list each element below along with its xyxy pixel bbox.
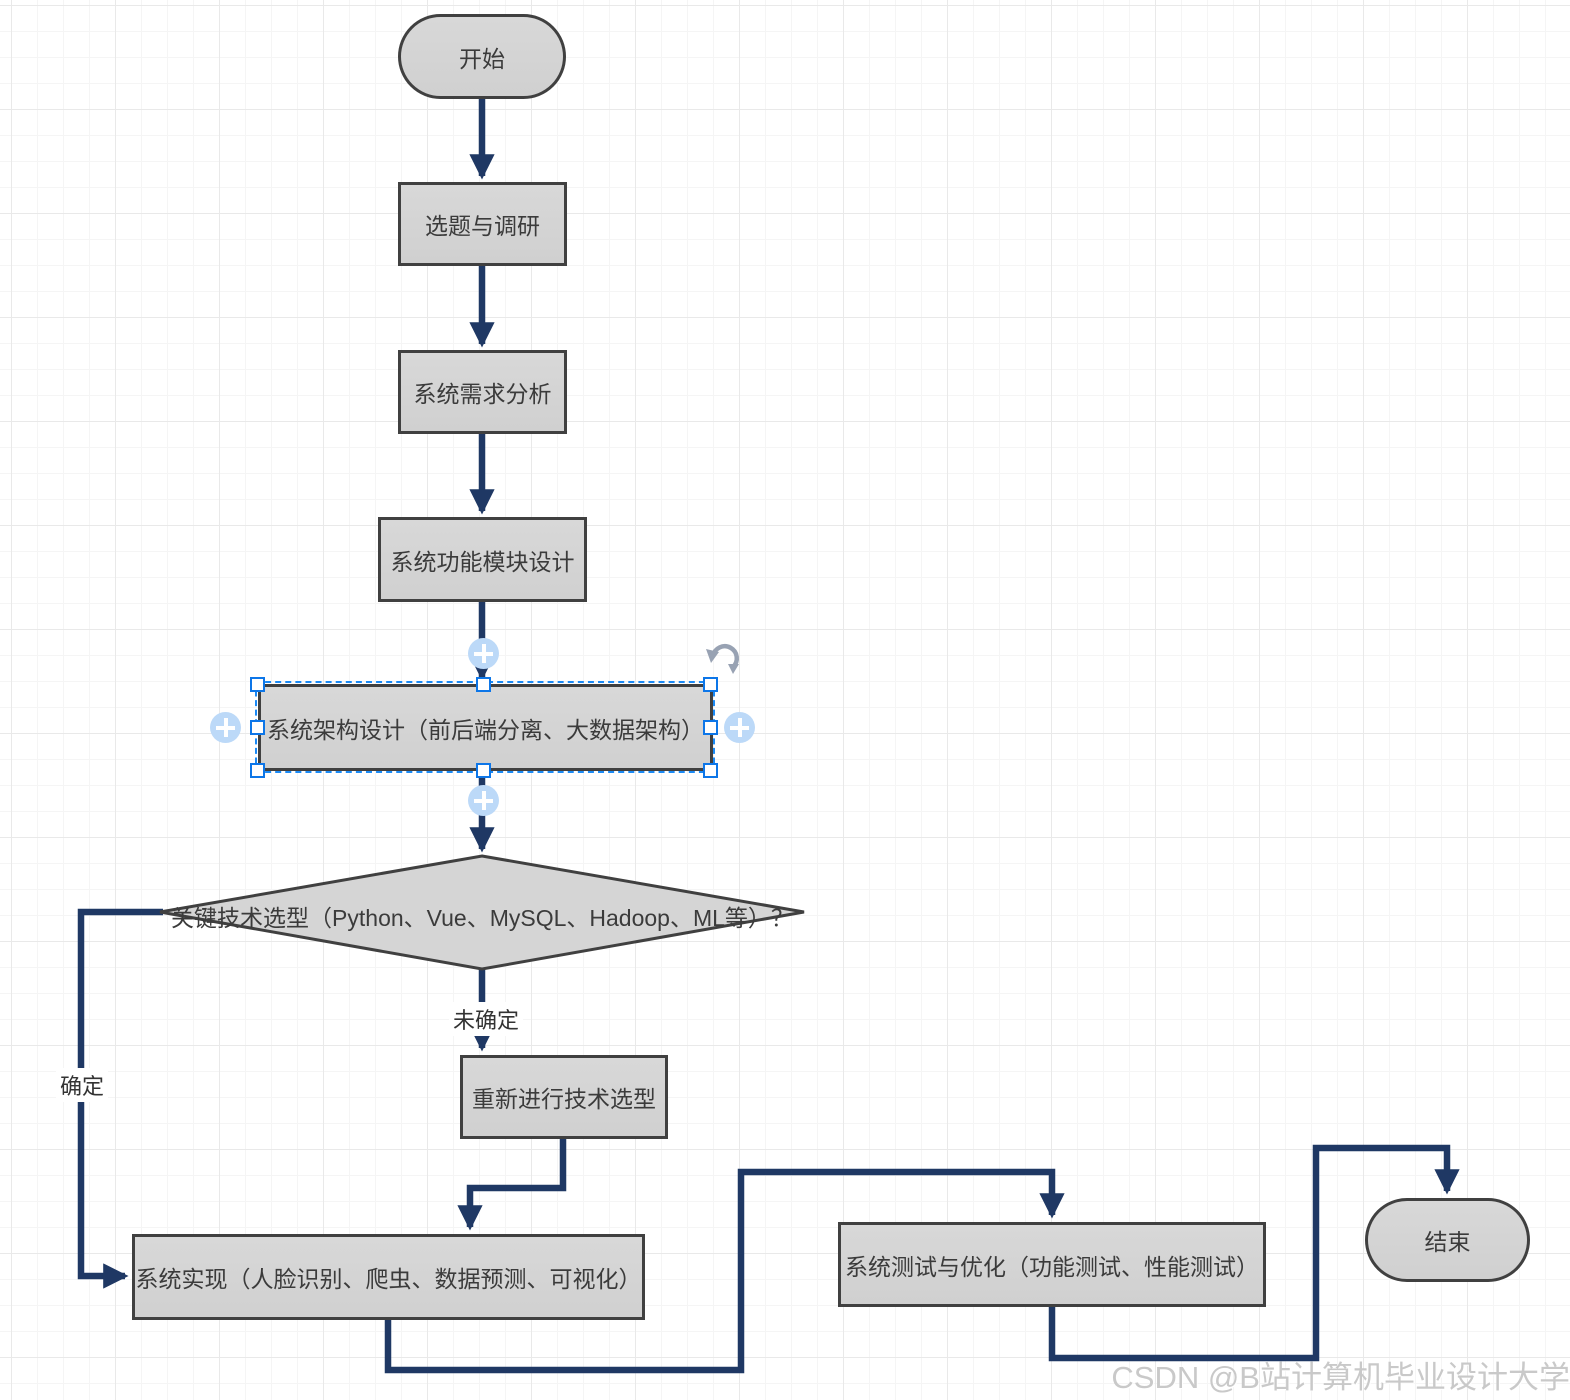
node-end-label: 结束 xyxy=(1424,1229,1471,1255)
edge-implementation-to-testing[interactable] xyxy=(384,1168,1065,1374)
rotate-handle-icon[interactable] xyxy=(702,641,742,681)
node-tech-decision-label[interactable]: 关键技术选型（Python、Vue、MySQL、Hadoop、ML等）？ xyxy=(171,905,794,931)
node-architecture-design-label: 系统架构设计（前后端分离、大数据架构） xyxy=(267,716,704,743)
node-start[interactable]: 开始 xyxy=(398,14,566,99)
resize-handle-top-center[interactable] xyxy=(476,677,491,692)
resize-handle-bottom-left[interactable] xyxy=(250,763,265,778)
connect-arrow-right-icon[interactable] xyxy=(724,712,755,743)
node-module-design[interactable]: 系统功能模块设计 xyxy=(378,517,587,602)
node-testing[interactable]: 系统测试与优化（功能测试、性能测试） xyxy=(838,1222,1266,1307)
node-end[interactable]: 结束 xyxy=(1365,1198,1530,1282)
resize-handle-bottom-center[interactable] xyxy=(476,763,491,778)
connect-arrow-bottom-icon[interactable] xyxy=(468,785,499,816)
node-implementation-label: 系统实现（人脸识别、爬虫、数据预测、可视化） xyxy=(135,1266,642,1292)
resize-handle-bottom-right[interactable] xyxy=(703,763,718,778)
resize-handle-top-right[interactable] xyxy=(703,677,718,692)
watermark-text: CSDN @B站计算机毕业设计大学 xyxy=(1111,1360,1570,1395)
resize-handle-middle-left[interactable] xyxy=(250,720,265,735)
node-topic-research[interactable]: 选题与调研 xyxy=(398,182,567,266)
node-module-design-label: 系统功能模块设计 xyxy=(390,548,575,575)
node-implementation[interactable]: 系统实现（人脸识别、爬虫、数据预测、可视化） xyxy=(132,1234,645,1320)
connect-arrow-left-icon[interactable] xyxy=(210,712,241,743)
edge-testing-to-end[interactable] xyxy=(1048,1144,1460,1362)
edge-label-undetermined[interactable]: 未确定 xyxy=(449,1002,524,1036)
node-requirement-analysis[interactable]: 系统需求分析 xyxy=(398,350,567,434)
node-architecture-design[interactable]: 系统架构设计（前后端分离、大数据架构） xyxy=(258,684,713,771)
node-topic-research-label: 选题与调研 xyxy=(425,213,540,239)
node-tech-reselect-label: 重新进行技术选型 xyxy=(472,1086,656,1112)
node-tech-reselect[interactable]: 重新进行技术选型 xyxy=(460,1055,668,1139)
resize-handle-middle-right[interactable] xyxy=(703,720,718,735)
decision-node-shape[interactable] xyxy=(159,854,805,971)
node-requirement-analysis-label: 系统需求分析 xyxy=(413,381,552,407)
connect-arrow-top-icon[interactable] xyxy=(468,638,499,669)
node-testing-label: 系统测试与优化（功能测试、性能测试） xyxy=(845,1253,1259,1280)
resize-handle-top-left[interactable] xyxy=(250,677,265,692)
edge-label-determined[interactable]: 确定 xyxy=(56,1068,109,1102)
edge-reselect-to-implementation[interactable] xyxy=(457,1139,567,1231)
node-start-label: 开始 xyxy=(459,45,505,72)
